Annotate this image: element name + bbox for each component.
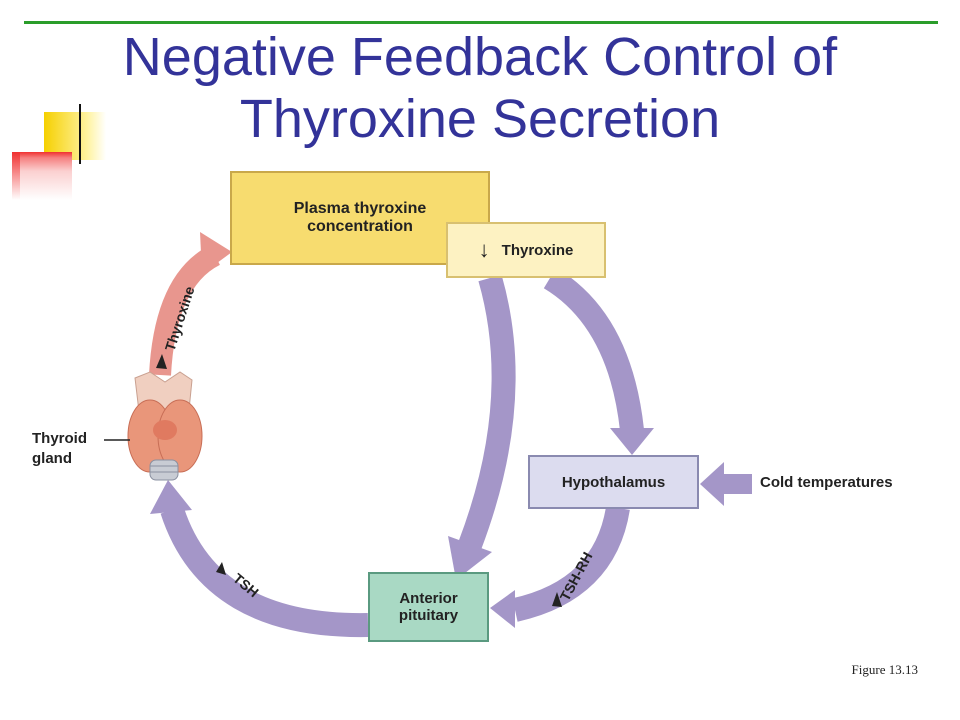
tshrh-arrowhead [490,590,515,628]
down-arrow-icon: ↓ [478,237,490,262]
hypothalamus-label: Hypothalamus [561,473,666,491]
thyroid-gland-label: Thyroid gland [32,429,87,469]
top-divider [24,21,938,24]
plasma-to-pituitary-arrowhead [448,536,492,580]
plasma-box-line1: Plasma thyroxine [293,200,427,217]
up-icon-thyroxine [156,354,167,369]
up-icon-tsh [216,562,226,575]
thyroxine-arrowhead [200,232,232,274]
plasma-to-pituitary-arrow [458,274,516,550]
tshrh-arrow [512,505,630,622]
cold-arrowhead [700,462,724,506]
tsh-arrow [160,506,369,638]
thyroxine-decrease-box: ↓ Thyroxine [446,222,606,278]
decor-black-line [79,104,81,164]
decor-red-square [12,152,72,200]
plasma-to-hypothalamus-arrowhead [610,428,654,455]
figure-caption: Figure 13.13 [851,662,918,677]
decor-red-left [12,152,20,200]
anterior-pituitary-box: Anterior pituitary [368,572,489,642]
thyroid-label-line1: Thyroid [32,430,87,447]
thyroxine-box-label: Thyroxine [501,241,574,259]
title-line-1: Negative Feedback Control of [122,27,838,87]
slide-title: Negative Feedback Control of Thyroxine S… [0,26,960,150]
cold-temperatures-label: Cold temperatures [760,474,893,491]
tsh-arrowhead [150,480,192,514]
thyroid-label-line2: gland [32,450,72,467]
plasma-box-line2: concentration [307,218,413,235]
pituitary-line1: Anterior [399,590,458,607]
up-icon-tshrh [552,592,562,607]
plasma-to-hypothalamus-arrow [543,267,644,432]
title-line-2: Thyroxine Secretion [239,89,721,149]
thyroid-gland-illustration [127,371,203,481]
pituitary-line2: pituitary [398,607,459,624]
hypothalamus-box: Hypothalamus [528,455,699,509]
cold-arrow-shaft [722,474,752,494]
